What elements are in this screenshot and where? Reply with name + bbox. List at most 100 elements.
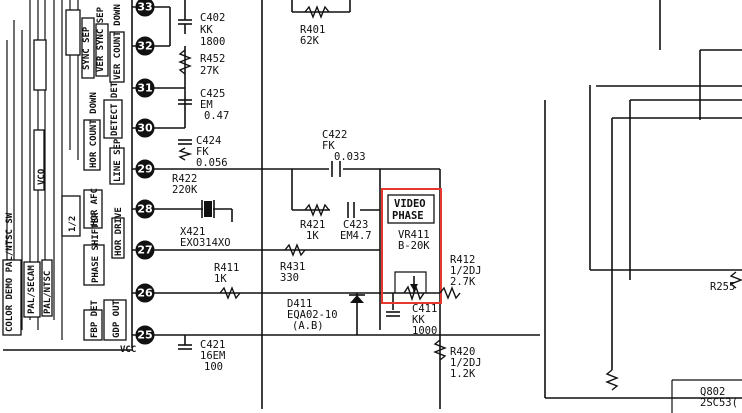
capacitor-c424: C424 FK 0.056	[178, 135, 228, 169]
ic-label-sync-sep: SYNC SEP	[82, 26, 92, 70]
resistor-r411: R411 1K	[214, 262, 241, 300]
svg-text:2SC53(: 2SC53(	[700, 397, 738, 409]
svg-text:D411: D411	[287, 298, 312, 310]
resistor-r422: R422 220K	[172, 173, 198, 196]
svg-text:R422: R422	[172, 173, 197, 185]
capacitor-c411: C411 KK 1000	[386, 303, 437, 337]
svg-text:EXO314XO: EXO314XO	[180, 237, 231, 249]
pin-33: 33	[132, 0, 170, 17]
svg-text:100: 100	[204, 361, 223, 373]
capacitor-c421: C421 16EM 100	[178, 335, 225, 373]
svg-text:FK: FK	[196, 146, 209, 158]
capacitor-c423: C423 EM4.7	[340, 202, 372, 242]
ic-label-fbp-det: FBP DET	[90, 299, 100, 338]
ic-label-phase-shifter: PHASE SHIFTER	[91, 212, 101, 283]
resistor-right-bottom	[605, 369, 619, 391]
svg-text:220K: 220K	[172, 184, 198, 196]
svg-text:KK: KK	[412, 314, 425, 326]
svg-text:Q802: Q802	[700, 386, 725, 398]
ic-labels: COLOR DEMO PAL/NTSC SW PAL/SECAM PAL/NTS…	[5, 4, 124, 338]
svg-text:27K: 27K	[200, 65, 220, 77]
ic-label-half: 1/2	[68, 216, 78, 232]
ic-label-line-sep: LINE SEP	[113, 138, 123, 182]
ic-label-vco: VCO	[37, 168, 47, 185]
resistor-r452: R452 27K	[178, 49, 225, 77]
pin-31: 31	[132, 78, 185, 98]
svg-text:27: 27	[137, 244, 152, 257]
svg-text:VCC: VCC	[120, 345, 136, 355]
svg-text:EM4.7: EM4.7	[340, 230, 372, 242]
ic-label-color-demo: COLOR DEMO PAL/NTSC SW	[5, 212, 15, 332]
svg-text:EQA02-10: EQA02-10	[287, 309, 338, 321]
svg-text:PHASE: PHASE	[392, 210, 424, 222]
svg-text:31: 31	[137, 82, 152, 95]
svg-text:VR411: VR411	[398, 229, 430, 241]
svg-text:R412: R412	[450, 254, 475, 266]
pin-25: 25	[132, 325, 540, 345]
svg-text:25: 25	[137, 329, 152, 342]
svg-text:C422: C422	[322, 129, 347, 141]
transistor-q802: Q802 2SC53(	[671, 379, 742, 413]
svg-text:X421: X421	[180, 226, 205, 238]
svg-text:1K: 1K	[214, 273, 227, 285]
potentiometer-vr411[interactable]: VIDEO PHASE VR411 B-20K	[381, 188, 442, 304]
ic-label-pal-ntsc: PAL/NTSC	[43, 271, 53, 314]
wiring	[169, 0, 742, 409]
resistor-r421: R421 1K	[300, 203, 330, 242]
svg-text:VIDEO: VIDEO	[394, 198, 426, 210]
pin-26: 26	[132, 283, 440, 303]
svg-text:30: 30	[137, 122, 153, 135]
capacitor-c422: C422 FK 0.033	[322, 129, 366, 177]
svg-text:1000: 1000	[412, 325, 437, 337]
svg-text:EM: EM	[200, 99, 213, 111]
resistor-r431: R431 330	[280, 243, 306, 284]
crystal-x421: X421 EXO314XO	[180, 200, 231, 249]
svg-text:C424: C424	[196, 135, 221, 147]
svg-text:C402: C402	[200, 12, 225, 24]
svg-text:R411: R411	[214, 262, 239, 274]
svg-text:0.056: 0.056	[196, 157, 228, 169]
svg-text:29: 29	[137, 163, 152, 176]
svg-text:0.033: 0.033	[334, 151, 366, 163]
resistor-r255: R255	[710, 271, 742, 293]
svg-text:26: 26	[137, 287, 153, 300]
ic-label-gdp-out: GDP OUT	[112, 299, 122, 338]
pin-28: 28	[132, 199, 200, 219]
vcc-label: VCC	[120, 345, 136, 355]
svg-text:62K: 62K	[300, 35, 320, 47]
ic-label-ver-sync-sep: VER SYNC SEP	[96, 6, 106, 72]
svg-text:28: 28	[137, 203, 152, 216]
capacitor-c402: C402 KK 1800	[178, 12, 225, 48]
pin-29: 29	[132, 159, 440, 179]
svg-text:C411: C411	[412, 303, 437, 315]
ic-body	[2, 0, 133, 351]
svg-text:B-20K: B-20K	[398, 240, 430, 252]
svg-text:R452: R452	[200, 53, 225, 65]
svg-text:R420: R420	[450, 346, 475, 358]
diode-d411: D411 EQA02-10 (A.B)	[287, 294, 365, 332]
svg-text:C425: C425	[200, 88, 225, 100]
pin-30: 30	[132, 118, 185, 138]
svg-text:C423: C423	[343, 219, 368, 231]
svg-text:(A.B): (A.B)	[292, 320, 324, 332]
ic-label-ver-count-down: VER COUNT DOWN	[113, 4, 123, 80]
ic-label-pal-secam: PAL/SECAM	[27, 265, 37, 314]
pins: 33 32 31 30 29 28 27	[132, 0, 540, 345]
ic-label-hor-drive: HOR DRIVE	[114, 207, 124, 256]
svg-text:1.2K: 1.2K	[450, 368, 476, 380]
svg-text:16EM: 16EM	[200, 350, 225, 362]
capacitor-c425: C425 EM 0.47	[178, 88, 229, 122]
svg-text:1800: 1800	[200, 36, 225, 48]
svg-text:R255: R255	[710, 281, 735, 293]
resistor-r412: R412 1/2DJ 2.7K	[439, 254, 482, 300]
svg-text:0.47: 0.47	[204, 110, 229, 122]
ic-label-hor-count-down: HOR COUNT DOWN	[89, 92, 99, 168]
ic-label-hor-afc: HOR AFC	[90, 188, 100, 226]
pin-27: 27	[132, 240, 380, 260]
resistor-r420: R420 1/2DJ 1.2K	[433, 339, 482, 380]
svg-text:1/2DJ: 1/2DJ	[450, 265, 482, 277]
ic-label-detect-det: DETECT DET	[110, 81, 120, 136]
svg-text:2.7K: 2.7K	[450, 276, 476, 288]
svg-text:33: 33	[137, 1, 152, 14]
